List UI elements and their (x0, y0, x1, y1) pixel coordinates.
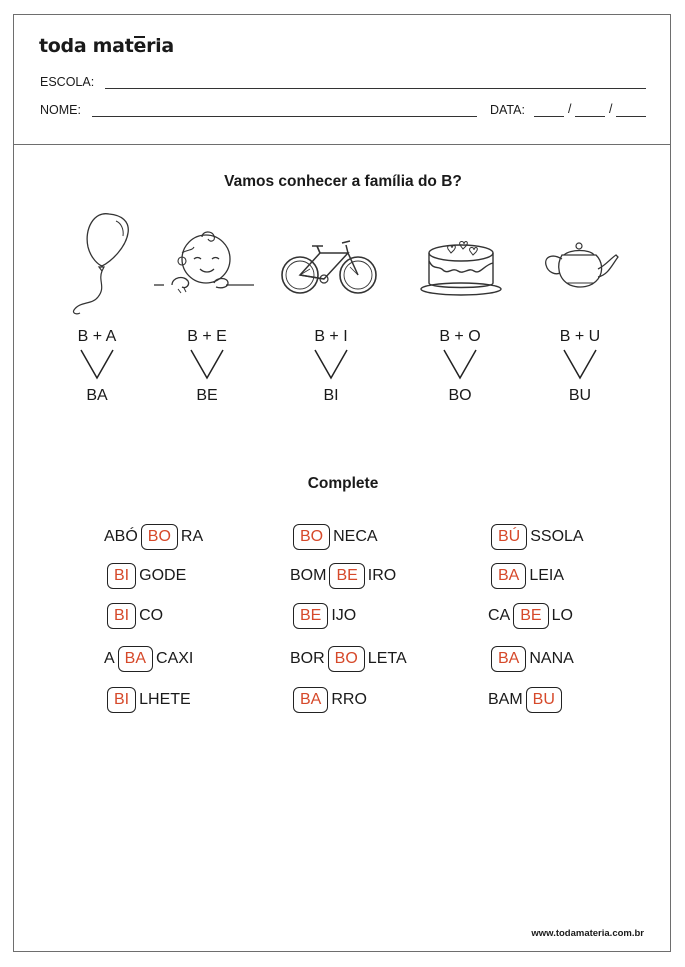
syllable-box[interactable]: BO (293, 524, 331, 550)
name-field[interactable] (92, 116, 477, 117)
syllable-box[interactable]: BI (107, 603, 137, 629)
teapot-icon (545, 242, 619, 288)
cake-icon (420, 241, 502, 296)
family-syllable: BO (448, 387, 472, 404)
brand-logo: toda materia (39, 35, 174, 57)
complete-title: Complete (307, 475, 379, 492)
baby-icon (154, 231, 254, 294)
bicycle-icon (281, 240, 377, 294)
worksheet: toda materia ESCOLA: NOME: DATA: / / Vam… (13, 14, 671, 952)
worksheet-header: toda materia ESCOLA: NOME: DATA: / / (14, 15, 670, 145)
family-formula: B + U (559, 328, 601, 345)
merge-arrow (80, 349, 114, 380)
family-formula: B + O (439, 328, 481, 345)
date-day-field[interactable] (534, 116, 564, 117)
syllable-box[interactable]: BA (491, 646, 527, 672)
syllable-box[interactable]: BA (117, 646, 154, 672)
date-label: DATA: (490, 103, 525, 117)
family-formula: B + A (77, 328, 117, 345)
family-title: Vamos conhecer a família do B? (224, 173, 462, 190)
syllable-box[interactable]: BA (293, 687, 329, 713)
syllable-box[interactable]: BA (491, 563, 527, 589)
syllable-box[interactable]: BO (327, 646, 365, 672)
syllable-box[interactable]: BÚ (491, 524, 528, 550)
merge-arrow (443, 349, 477, 380)
syllable-box[interactable]: BU (525, 687, 562, 713)
footer-url[interactable]: www.todamateria.com.br (531, 928, 644, 939)
merge-arrow (563, 349, 597, 380)
date-year-field[interactable] (616, 116, 646, 117)
family-formula: B + I (314, 328, 348, 345)
syllable-box[interactable]: BI (107, 687, 137, 713)
school-label: ESCOLA: (40, 75, 95, 89)
family-syllable: BE (196, 387, 218, 404)
balloon-icon (72, 213, 129, 315)
date-separator: / (609, 102, 613, 116)
merge-arrow (314, 349, 348, 380)
family-syllable: BI (323, 387, 339, 404)
name-label: NOME: (40, 103, 81, 117)
syllable-box[interactable]: BE (329, 563, 365, 589)
syllable-box[interactable]: BO (140, 524, 178, 550)
date-separator: / (568, 102, 572, 116)
family-formula: B + E (187, 328, 227, 345)
syllable-box[interactable]: BE (293, 603, 329, 629)
date-month-field[interactable] (575, 116, 605, 117)
family-syllable: BU (568, 387, 592, 404)
syllable-box[interactable]: BE (513, 603, 549, 629)
merge-arrow (190, 349, 224, 380)
school-field[interactable] (105, 88, 646, 89)
syllable-box[interactable]: BI (107, 563, 137, 589)
family-syllable: BA (86, 387, 108, 404)
